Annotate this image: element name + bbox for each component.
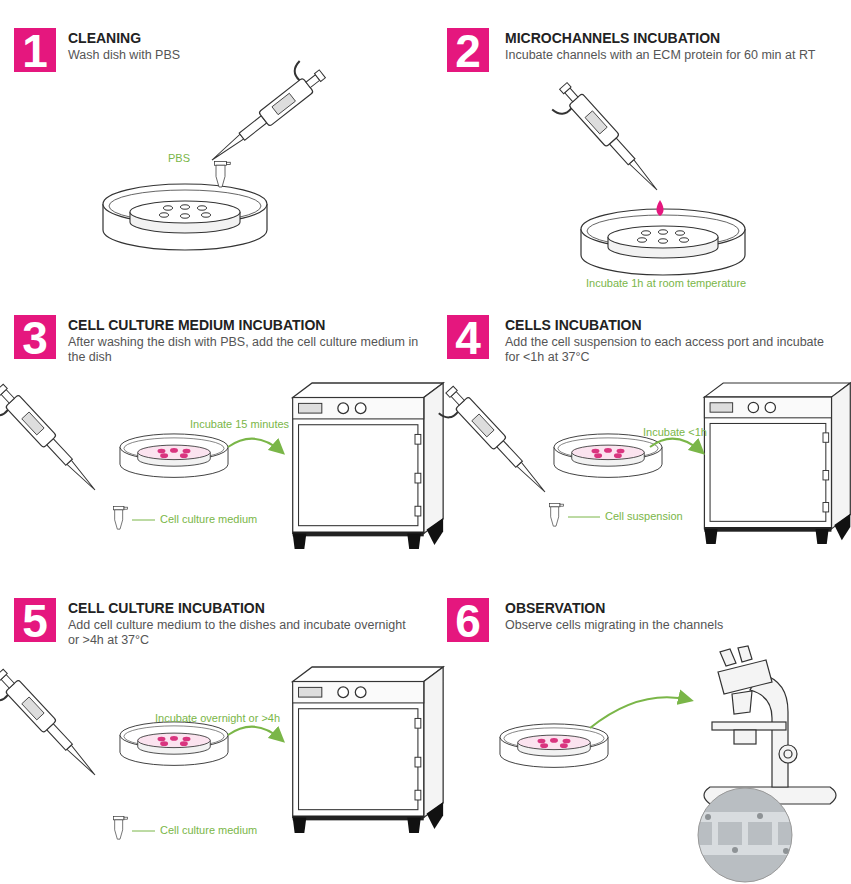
step-description: After washing the dish with PBS, add the… (68, 335, 420, 365)
step-badge: 1CLEANINGWash dish with PBS (14, 28, 56, 72)
step-badge: 2MICROCHANNELS INCUBATIONIncubate channe… (447, 28, 489, 72)
petri-dish (120, 722, 228, 765)
step-heading: CELL CULTURE INCUBATION (68, 600, 265, 616)
step-number: 2 (447, 28, 489, 72)
pipette (0, 666, 102, 791)
step-description: Add cell culture medium to the dishes an… (68, 618, 420, 648)
step-description: Add the cell suspension to each access p… (505, 335, 835, 365)
microscope (704, 646, 836, 804)
step-description: Incubate channels with an ECM protein fo… (505, 48, 835, 63)
petri-dish (103, 184, 267, 250)
petri-dish (581, 209, 745, 275)
protein-drop (657, 200, 664, 216)
step-heading: OBSERVATION (505, 600, 605, 616)
annotation-label: PBS (168, 152, 190, 164)
step-description: Wash dish with PBS (68, 48, 420, 63)
tube (113, 507, 127, 530)
incubator (293, 383, 443, 549)
step-heading: MICROCHANNELS INCUBATION (505, 30, 720, 46)
annotation-label: Cell suspension (605, 510, 683, 522)
pipette (0, 381, 102, 506)
annotation-label: Cell culture medium (160, 824, 257, 836)
annotation-label: Incubate overnight or >4h (155, 712, 280, 724)
flow-arrow (650, 439, 702, 452)
incubator (704, 383, 850, 544)
channel-micrograph (690, 788, 800, 882)
step-number: 1 (14, 28, 56, 72)
step-badge: 6OBSERVATIONObserve cells migrating in t… (447, 598, 489, 642)
leader-line (132, 520, 155, 521)
incubator (293, 667, 443, 833)
flow-arrow (228, 727, 282, 740)
annotation-label: Incubate 1h at room temperature (586, 277, 746, 289)
annotation-label: Incubate <1h (643, 426, 707, 438)
step-heading: CLEANING (68, 30, 141, 46)
tube (113, 817, 127, 840)
step-badge: 4CELLS INCUBATIONAdd the cell suspension… (447, 315, 489, 359)
pipette (545, 80, 663, 206)
tube (215, 162, 231, 188)
petri-dish (554, 434, 662, 477)
step-heading: CELL CULTURE MEDIUM INCUBATION (68, 317, 325, 333)
annotation-label: Cell culture medium (160, 513, 257, 525)
step-number: 6 (447, 598, 489, 642)
flow-arrow (590, 697, 690, 728)
step-heading: CELLS INCUBATION (505, 317, 642, 333)
pipette (432, 383, 552, 508)
step-badge: 3CELL CULTURE MEDIUM INCUBATIONAfter was… (14, 315, 56, 359)
petri-dish (500, 724, 608, 767)
step-description: Observe cells migrating in the channels (505, 618, 835, 633)
step-badge: 5CELL CULTURE INCUBATIONAdd cell culture… (14, 598, 56, 642)
petri-dish (120, 434, 228, 477)
step-number: 4 (447, 315, 489, 359)
step-number: 3 (14, 315, 56, 359)
step-number: 5 (14, 598, 56, 642)
tube (549, 504, 563, 527)
leader-line (132, 831, 155, 832)
flow-arrow (228, 439, 282, 452)
pipette (197, 55, 328, 167)
annotation-label: Incubate 15 minutes (190, 418, 289, 430)
leader-line (568, 517, 600, 518)
